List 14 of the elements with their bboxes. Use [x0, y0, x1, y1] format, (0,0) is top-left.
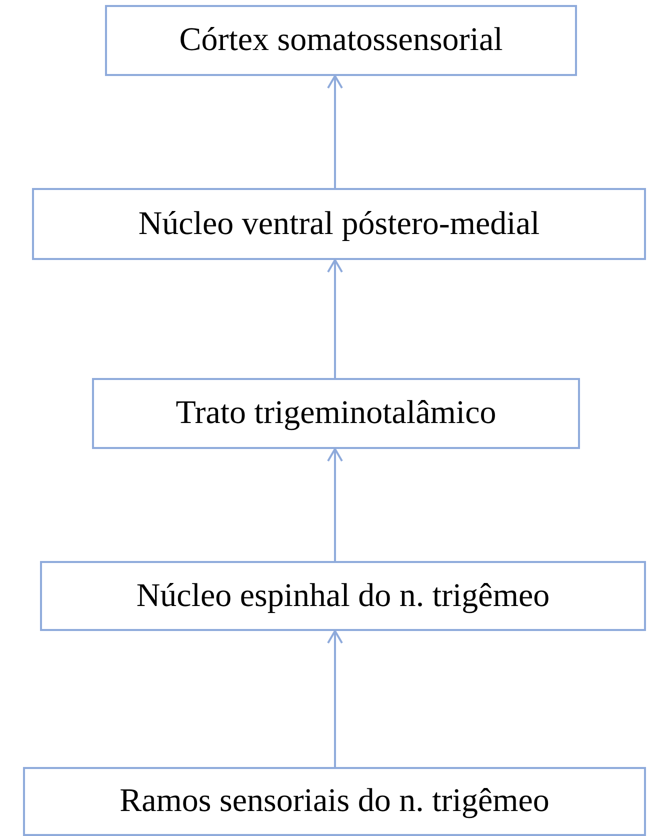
box-label: Ramos sensoriais do n. trigêmeo: [120, 783, 550, 820]
process-box: [32, 188, 646, 260]
box-label: Córtex somatossensorial: [179, 22, 503, 59]
process-box: [105, 5, 577, 76]
arrow: [327, 75, 343, 188]
process-box: [40, 561, 646, 631]
arrow: [327, 448, 343, 561]
process-box: [92, 378, 580, 449]
arrow: [327, 259, 343, 378]
box-label: Núcleo ventral póstero-medial: [138, 206, 540, 242]
box-label: Trato trigeminotalâmico: [176, 395, 496, 432]
process-box: [23, 767, 646, 836]
box-label: Núcleo espinhal do n. trigêmeo: [136, 578, 550, 614]
arrow: [327, 630, 343, 767]
